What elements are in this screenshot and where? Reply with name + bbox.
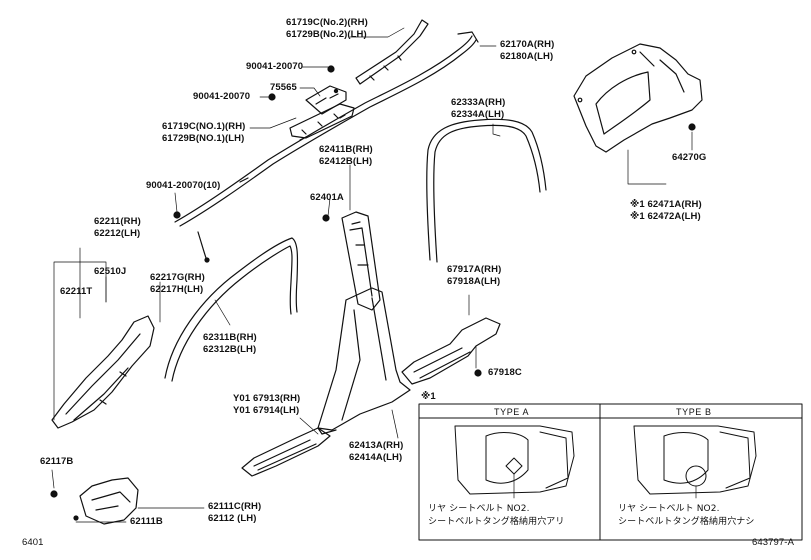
footer-left-code: 6401 (22, 537, 44, 548)
door-opening-trim-shape (164, 237, 299, 382)
quarter-trim-panel-shape (573, 43, 703, 153)
label-64270g: 64270G (672, 152, 707, 163)
label-61719c-no1: 61719C(NO.1)(RH) (162, 121, 246, 132)
type-inset-frame (418, 403, 803, 541)
label-67913: Y01 67913(RH) (233, 393, 301, 404)
label-67917a: 67917A(RH) (447, 264, 502, 275)
curtain-airbag-shape (174, 31, 479, 263)
label-62211t: 62211T (60, 286, 93, 297)
label-62212: 62212(LH) (94, 228, 141, 239)
scuff-plate-front-shape (241, 427, 331, 477)
label-62117b: 62117B (40, 456, 74, 467)
label-62401a: 62401A (310, 192, 344, 203)
cowl-side-trim-shape (73, 477, 139, 525)
type-a-panel-shape (454, 425, 575, 499)
pillar-garnish-lower-shape (317, 287, 411, 435)
front-pillar-garnish-shape (51, 315, 155, 429)
label-75565: 75565 (270, 82, 297, 93)
label-62412b: 62412B(LH) (319, 156, 373, 167)
label-90041-b: 90041-20070 (193, 91, 251, 102)
pillar-garnish-upper-shape (341, 211, 381, 311)
label-62413a: 62413A(RH) (349, 440, 404, 451)
label-67918a: 67918A(LH) (447, 276, 501, 287)
label-67918c: 67918C (488, 367, 522, 378)
leader-lines (51, 27, 693, 523)
type-b-heading: TYPE B (676, 407, 712, 417)
type-a-caption-1: リヤ シートベルト NO2. (428, 504, 530, 514)
inset-note: ※1 (421, 391, 436, 402)
label-62111c: 62111C(RH) (208, 501, 262, 512)
label-62311b: 62311B(RH) (203, 332, 257, 343)
label-90041-a: 90041-20070 (246, 61, 304, 72)
label-62411b: 62411B(RH) (319, 144, 373, 155)
scuff-plate-rear-shape (401, 317, 501, 385)
label-61719c-no2: 61719C(No.2)(RH) (286, 17, 368, 28)
label-62312b: 62312B(LH) (203, 344, 257, 355)
airbag-bracket-no1-shape (289, 103, 355, 139)
label-62333a: 62333A(RH) (451, 97, 506, 108)
bracket-75565-shape (305, 85, 347, 115)
label-62170a: 62170A(RH) (500, 39, 555, 50)
label-90041-c: 90041-20070(10) (146, 180, 221, 191)
label-67914: Y01 67914(LH) (233, 405, 300, 416)
label-62112: 62112 (LH) (208, 513, 257, 524)
type-b-panel-shape (633, 425, 757, 499)
type-b-caption-2: シートベルトタング格納用穴ナシ (618, 517, 755, 527)
label-62472a: ※1 62472A(LH) (630, 211, 701, 222)
label-62180a: 62180A(LH) (500, 51, 554, 62)
type-a-heading: TYPE A (494, 407, 530, 417)
door-weatherstrip-shape (426, 118, 547, 263)
label-62217g: 62217G(RH) (150, 272, 205, 283)
bolt-marks (50, 65, 696, 498)
label-61729b-no2: 61729B(No.2)(LH) (286, 29, 367, 40)
label-62111b: 62111B (130, 516, 163, 527)
label-62510j: 62510J (94, 266, 127, 277)
type-a-caption-2: シートベルトタング格納用穴アリ (428, 517, 565, 527)
footer-right-code: 643797-A (752, 537, 795, 548)
airbag-bracket-no2-shape (355, 19, 429, 85)
type-b-caption-1: リヤ シートベルト NO2. (618, 504, 720, 514)
label-62217h: 62217H(LH) (150, 284, 204, 295)
label-62414a: 62414A(LH) (349, 452, 403, 463)
label-62334a: 62334A(LH) (451, 109, 505, 120)
label-62211: 62211(RH) (94, 216, 141, 227)
label-62471a: ※1 62471A(RH) (630, 199, 702, 210)
label-61729b-no1: 61729B(NO.1)(LH) (162, 133, 245, 144)
